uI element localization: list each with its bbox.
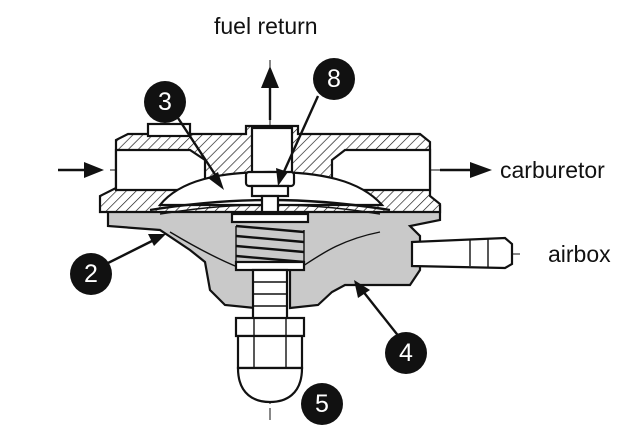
callout-5: 5 bbox=[301, 383, 343, 425]
fuel-return-arrow bbox=[261, 66, 279, 120]
svg-text:5: 5 bbox=[315, 390, 329, 418]
callout-4: 4 bbox=[385, 332, 427, 374]
fuel-return-label: fuel return bbox=[214, 13, 318, 39]
spring bbox=[230, 212, 310, 272]
svg-text:2: 2 bbox=[84, 260, 98, 288]
carburetor-outlet-arrow bbox=[440, 162, 492, 178]
callout-2: 2 bbox=[70, 253, 112, 295]
fuel-inlet-arrow bbox=[58, 162, 104, 178]
svg-text:4: 4 bbox=[399, 339, 413, 367]
callout-8: 8 bbox=[313, 58, 355, 100]
svg-text:8: 8 bbox=[327, 65, 341, 93]
airbox-hose-nipple bbox=[410, 236, 514, 270]
cap-nut bbox=[236, 334, 304, 404]
flow-arrows bbox=[58, 66, 492, 178]
lock-nut bbox=[234, 316, 306, 338]
callout-3: 3 bbox=[144, 81, 186, 123]
svg-text:3: 3 bbox=[158, 88, 172, 116]
carburetor-label: carburetor bbox=[500, 157, 605, 183]
adjuster-screw bbox=[251, 268, 289, 322]
airbox-label: airbox bbox=[548, 241, 611, 267]
callout-leaders bbox=[105, 95, 401, 339]
